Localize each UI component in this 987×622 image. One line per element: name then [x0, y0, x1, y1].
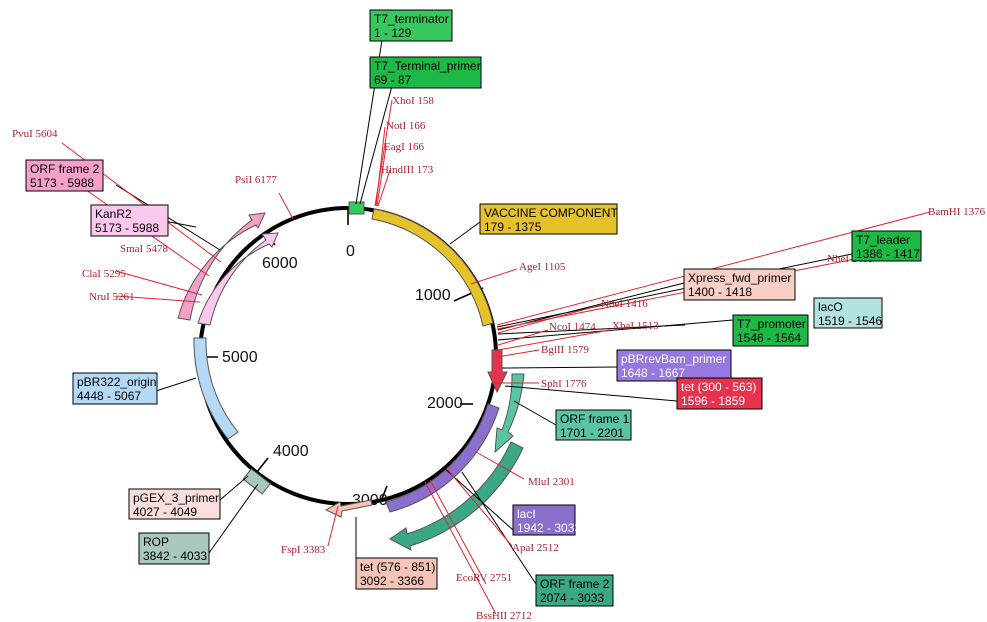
site-sphi: SphI 1776	[541, 378, 587, 390]
feature-arcs	[177, 201, 525, 551]
feature-range: 2074 - 3033	[540, 591, 604, 605]
feature-box-tet-300-563[interactable]: tet (300 - 563) 1596 - 1859	[676, 377, 763, 410]
feature-box-vaccine-component[interactable]: VACCINE COMPONENT 179 - 1375	[479, 203, 618, 235]
feature-box-t7-terminal-primer[interactable]: T7_Terminal_primer 69 - 87	[369, 56, 482, 89]
feature-box-orf-frame-2b[interactable]: ORF frame 2 5173 - 5988	[25, 159, 104, 192]
feature-name: ORF frame 2	[30, 162, 100, 176]
site-eagi: EagI 166	[384, 141, 425, 153]
feature-name: T7_terminator	[374, 12, 449, 26]
feature-name: ORF frame 1	[560, 412, 630, 426]
kanr2-arc	[197, 232, 279, 326]
site-mlui: MluI 2301	[528, 476, 575, 488]
site-bamhi: BamHI 1376	[928, 206, 986, 218]
tet-576-851-arc	[324, 499, 373, 518]
tick-label-5000: 5000	[222, 349, 258, 366]
orf-frame-1-arc	[494, 373, 525, 454]
feature-range: 1400 - 1418	[688, 285, 752, 299]
feature-range: 1546 - 1564	[737, 331, 801, 345]
feature-name: pBRrevBam_primer	[621, 352, 726, 366]
orf-frame-2b-arc	[177, 212, 266, 321]
site-ecorv: EcoRV 2751	[456, 572, 512, 584]
pbr322-origin-arc	[193, 337, 239, 440]
feature-box-laco[interactable]: lacO 1519 - 1546	[813, 297, 883, 329]
feature-name: pGEX_3_primer	[133, 491, 219, 505]
feature-range: 5173 - 5988	[95, 221, 159, 235]
site-bsshii: BssHII 2712	[476, 610, 532, 622]
feature-name: tet (576 - 851)	[360, 560, 435, 574]
feature-box-laci[interactable]: lacI 1942 - 3033	[512, 504, 581, 536]
feature-box-t7-promoter[interactable]: T7_promoter 1546 - 1564	[732, 314, 809, 347]
tet-300-563-arc	[487, 349, 508, 394]
feature-box-t7-leader[interactable]: T7_leader 1386 - 1417	[851, 230, 922, 262]
feature-name: lacI	[517, 507, 536, 521]
feature-name: T7_promoter	[737, 317, 806, 331]
feature-range: 1386 - 1417	[856, 247, 920, 261]
feature-name: ORF frame 2	[540, 577, 610, 591]
feature-range: 1519 - 1546	[818, 314, 882, 328]
rop-arc	[242, 468, 271, 495]
site-psii: PsiI 6177	[235, 174, 277, 186]
feature-name: T7_leader	[856, 233, 910, 247]
feature-box-pbr322-origin[interactable]: pBR322_origin 4448 - 5067	[72, 372, 158, 405]
orf-frame-2-arc	[389, 441, 524, 551]
tick-label-4000: 4000	[273, 443, 309, 460]
feature-box-orf-frame-2[interactable]: ORF frame 2 2074 - 3033	[535, 574, 614, 607]
site-noti: NotI 166	[386, 120, 426, 132]
tick-label-0: 0	[346, 243, 355, 260]
site-nrui: NruI 5261	[89, 291, 135, 303]
feature-box-orf-frame-1[interactable]: ORF frame 1 1701 - 2201	[555, 409, 632, 441]
feature-range: 1648 - 1667	[621, 366, 685, 380]
feature-box-xpress-fwd-primer[interactable]: Xpress_fwd_primer 1400 - 1418	[683, 268, 796, 301]
tick-label-6000: 6000	[262, 255, 298, 272]
laci-arc	[385, 403, 500, 513]
feature-name: tet (300 - 563)	[681, 380, 756, 394]
feature-range: 69 - 87	[374, 73, 412, 87]
feature-box-pbrrevbam-primer[interactable]: pBRrevBam_primer 1648 - 1667	[616, 349, 732, 382]
feature-box-rop[interactable]: ROP 3842 - 4033	[138, 532, 210, 565]
site-agei: AgeI 1105	[519, 261, 566, 273]
feature-range: 1596 - 1859	[681, 394, 745, 408]
feature-range: 3092 - 3366	[360, 574, 424, 588]
vaccine-component-arc	[371, 208, 494, 327]
feature-name: lacO	[818, 300, 843, 314]
site-ndei: NdeI 1416	[601, 298, 648, 310]
feature-name: T7_Terminal_primer	[374, 59, 481, 73]
site-xbai: XbaI 1513	[612, 320, 659, 332]
feature-range: 3842 - 4033	[143, 549, 207, 563]
site-apai: ApaI 2512	[512, 542, 559, 554]
site-ncoi: NcoI 1474	[549, 321, 596, 333]
feature-name: ROP	[143, 535, 169, 549]
tick-4000	[256, 457, 269, 473]
site-fspi: FspI 3383	[281, 544, 326, 556]
feature-range: 1942 - 3033	[517, 521, 581, 535]
feature-range: 179 - 1375	[484, 220, 542, 234]
site-bglii: BglII 1579	[541, 344, 589, 356]
feature-box-tet-576-851[interactable]: tet (576 - 851) 3092 - 3366	[355, 557, 438, 590]
feature-name: Xpress_fwd_primer	[688, 271, 791, 285]
feature-range: 1 - 129	[374, 26, 412, 40]
feature-name: pBR322_origin	[77, 375, 156, 389]
feature-range: 1701 - 2201	[560, 426, 624, 440]
feature-box-pgex-3-primer[interactable]: pGEX_3_primer 4027 - 4049	[128, 488, 221, 520]
site-xhoi: XhoI 158	[392, 95, 434, 107]
feature-range: 4448 - 5067	[77, 389, 141, 403]
feature-name: KanR2	[95, 207, 132, 221]
feature-range: 4027 - 4049	[133, 505, 197, 519]
site-hindiii: HindIII 173	[381, 164, 434, 176]
tick-label-2000: 2000	[427, 395, 463, 412]
tick-label-1000: 1000	[415, 287, 451, 304]
tick-3000	[380, 485, 388, 502]
site-smai: SmaI 5478	[120, 243, 168, 255]
feature-box-kanr2[interactable]: KanR2 5173 - 5988	[90, 204, 169, 237]
feature-box-t7-terminator[interactable]: T7_terminator 1 - 129	[369, 9, 453, 42]
site-clai: ClaI 5295	[82, 268, 126, 280]
feature-name: VACCINE COMPONENT	[484, 206, 618, 220]
site-pvui: PvuI 5604	[12, 128, 58, 140]
feature-range: 5173 - 5988	[30, 176, 94, 190]
